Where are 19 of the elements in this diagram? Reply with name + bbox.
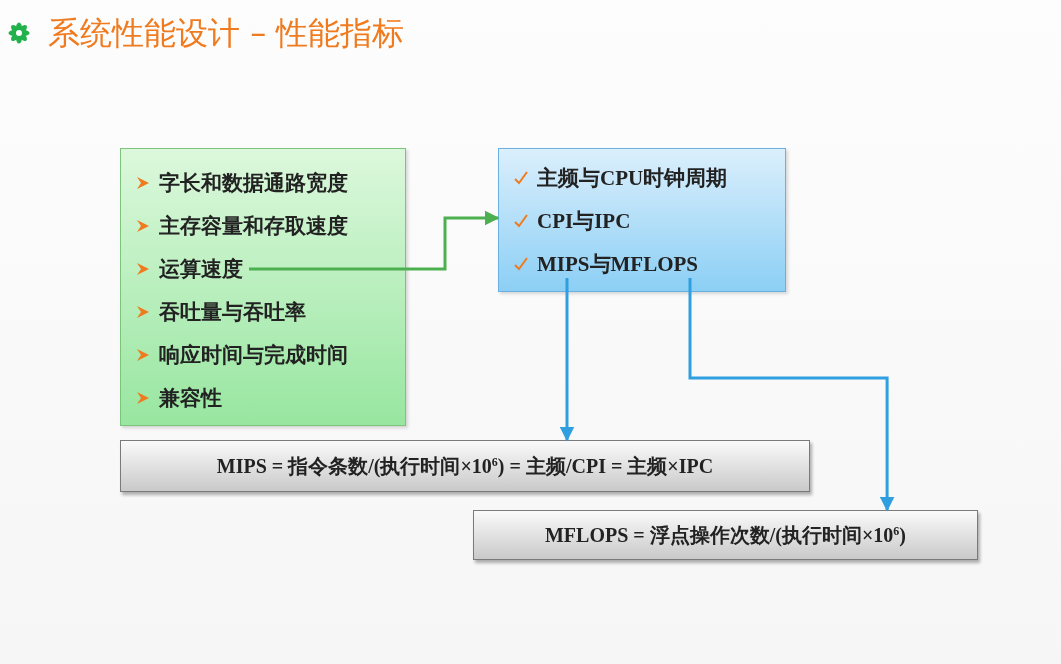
list-item-text: 吞吐量与吞吐率 — [159, 299, 306, 326]
arrow — [688, 278, 895, 512]
title: 系统性能设计 – 性能指标 — [48, 13, 405, 54]
list-item-text: 主存容量和存取速度 — [159, 213, 348, 240]
arrow — [249, 210, 500, 271]
list-item-text: 兼容性 — [159, 385, 222, 412]
list-item-text: 运算速度 — [159, 256, 243, 283]
list-item-text: 主频与CPU时钟周期 — [537, 165, 728, 192]
list-item-text: 响应时间与完成时间 — [159, 342, 348, 369]
list-panel — [120, 148, 406, 426]
list-item-text: MIPS与MFLOPS — [537, 251, 698, 278]
arrow — [559, 278, 575, 442]
formula-text: MIPS = 指令条数/(执行时间×10$^{6}$) = 主频/CPI = 主频×IPC — [216, 453, 714, 480]
formula-box — [120, 440, 810, 492]
formula-text: MFLOPS = 浮点操作次数/(执行时间×10$^{6}$) — [545, 522, 906, 549]
formula-box — [473, 510, 978, 560]
list-item-text: 字长和数据通路宽度 — [159, 170, 348, 197]
metric-panel — [498, 148, 786, 292]
list-item-text: CPI与IPC — [537, 208, 631, 235]
